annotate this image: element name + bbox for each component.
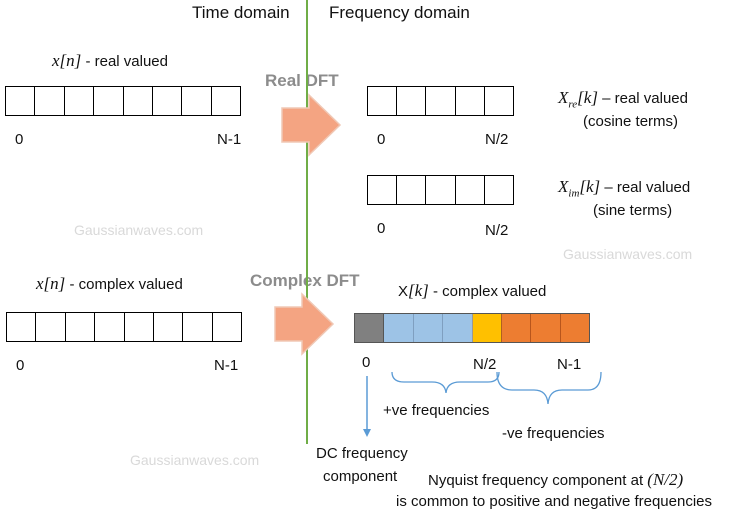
real-part-end-index: N/2 <box>485 131 509 148</box>
nyquist-note-line1: Nyquist frequency component at (N/2) <box>428 470 684 490</box>
imag-part-array <box>367 175 514 205</box>
dc-cell <box>355 314 385 342</box>
complex-input-start-index: 0 <box>16 357 25 374</box>
negative-frequency-cell <box>501 314 532 342</box>
complex-input-label: x[n] - complex valued <box>36 274 183 294</box>
complex-dft-label: Complex DFT <box>250 271 360 290</box>
real-input-array <box>5 86 241 116</box>
watermark: Gaussianwaves.com <box>130 452 260 468</box>
positive-frequency-brace <box>391 371 500 394</box>
complex-input-end-index: N-1 <box>214 357 239 374</box>
real-part-label: Xre[k] – real valued <box>558 88 688 111</box>
real-input-start-index: 0 <box>15 131 24 148</box>
frequency-domain-header: Frequency domain <box>329 3 470 22</box>
complex-output-label: X[k] - complex valued <box>398 281 547 301</box>
negative-frequency-cell <box>531 314 561 342</box>
nyquist-note-line2: is common to positive and negative frequ… <box>396 493 713 510</box>
real-dft-label: Real DFT <box>265 71 339 90</box>
watermark: Gaussianwaves.com <box>74 222 204 238</box>
real-input-label: x[n] - real valued <box>52 51 168 71</box>
real-part-start-index: 0 <box>377 131 386 148</box>
complex-output-mid-index: N/2 <box>473 356 497 373</box>
watermark: Gaussianwaves.com <box>563 246 693 262</box>
time-domain-header: Time domain <box>192 3 290 22</box>
dc-component-label-line2: component <box>323 468 398 485</box>
negative-frequencies-label: -ve frequencies <box>502 425 605 442</box>
imag-part-label: Xim[k] – real valued <box>558 177 691 200</box>
positive-frequency-cell <box>384 314 414 342</box>
dc-pointer-arrow-icon <box>363 429 371 437</box>
complex-output-start-index: 0 <box>362 354 371 371</box>
negative-frequency-cell <box>560 314 589 342</box>
imag-part-end-index: N/2 <box>485 222 509 239</box>
positive-frequency-cell <box>443 314 473 342</box>
real-dft-arrow-icon <box>281 93 342 157</box>
positive-frequency-cell <box>413 314 444 342</box>
complex-dft-arrow-icon <box>274 292 335 356</box>
cosine-terms-note: (cosine terms) <box>583 113 679 130</box>
imag-part-start-index: 0 <box>377 220 386 237</box>
complex-output-array <box>354 313 590 343</box>
complex-output-end-index: N-1 <box>557 356 582 373</box>
positive-frequencies-label: +ve frequencies <box>383 402 490 419</box>
nyquist-cell <box>472 314 502 342</box>
complex-input-array <box>6 312 242 342</box>
dc-component-label-line1: DC frequency <box>316 445 408 462</box>
sine-terms-note: (sine terms) <box>593 202 673 219</box>
real-input-end-index: N-1 <box>217 131 242 148</box>
negative-frequency-brace <box>496 371 602 405</box>
real-part-array <box>367 86 514 116</box>
